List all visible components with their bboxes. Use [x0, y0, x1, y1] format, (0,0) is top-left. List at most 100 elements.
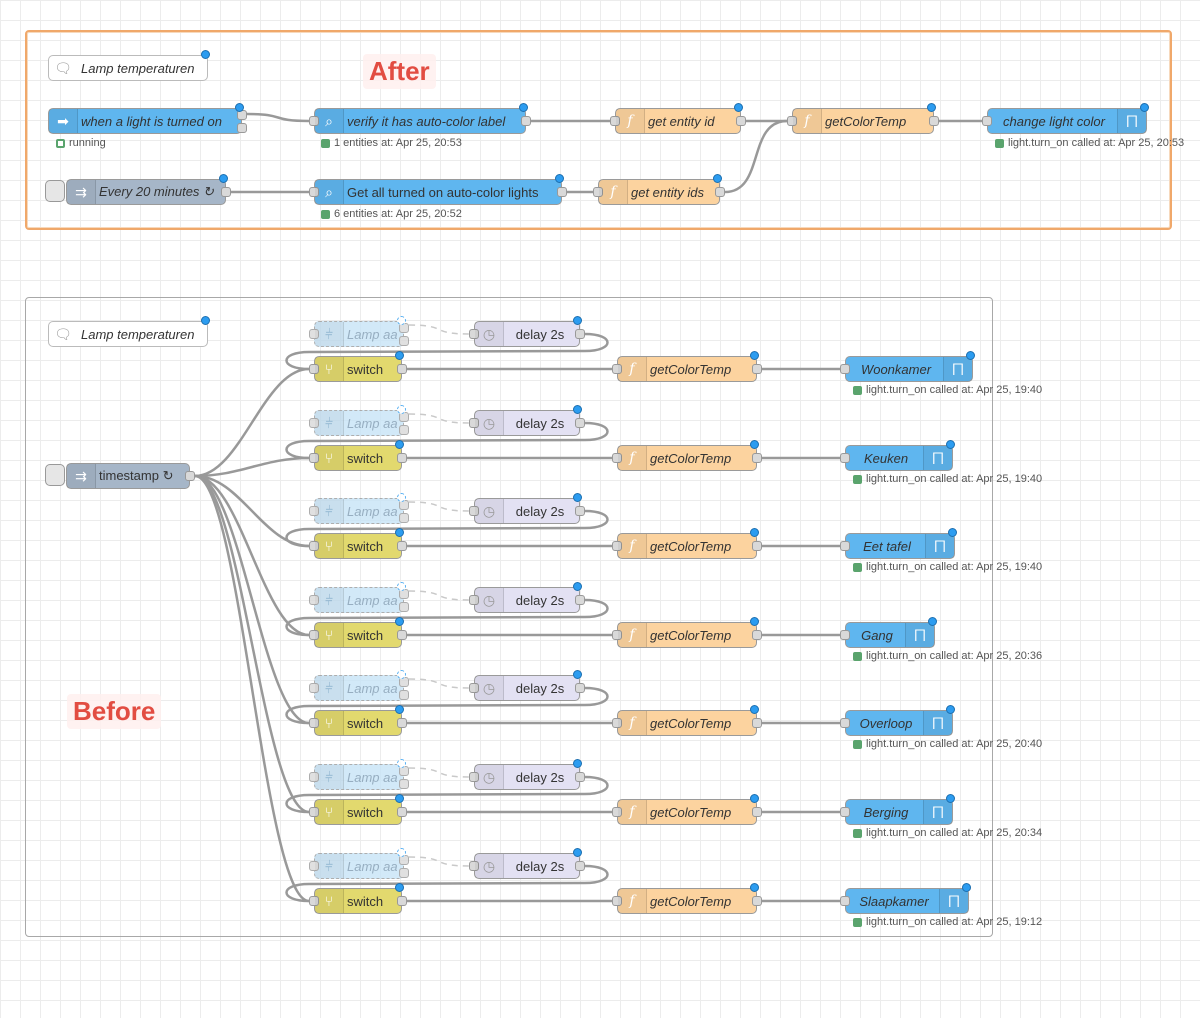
- input-port[interactable]: [612, 896, 622, 906]
- get-color-temp-node[interactable]: f getColorTemp: [612, 794, 762, 825]
- output-port[interactable]: [575, 595, 585, 605]
- delay-node[interactable]: ◷ delay 2s: [469, 759, 585, 790]
- input-port[interactable]: [840, 453, 850, 463]
- input-port[interactable]: [309, 772, 319, 782]
- output-port[interactable]: [397, 541, 407, 551]
- input-port[interactable]: [612, 453, 622, 463]
- output-port[interactable]: [521, 116, 531, 126]
- input-port[interactable]: [612, 541, 622, 551]
- delay-node[interactable]: ◷ delay 2s: [469, 316, 585, 347]
- input-port[interactable]: [840, 364, 850, 374]
- trigger-node[interactable]: ➡ when a light is turned on: [48, 103, 247, 134]
- output-port[interactable]: [185, 471, 195, 481]
- delay-node[interactable]: ◷ delay 2s: [469, 493, 585, 524]
- input-port[interactable]: [612, 807, 622, 817]
- light-service-node[interactable]: Slaapkamer ⨅: [840, 883, 971, 914]
- input-port[interactable]: [469, 506, 479, 516]
- input-port[interactable]: [309, 453, 319, 463]
- inject-trigger-button[interactable]: [45, 464, 65, 486]
- light-service-node[interactable]: Keuken ⨅: [840, 440, 955, 471]
- output-port[interactable]: [397, 718, 407, 728]
- input-port[interactable]: [469, 418, 479, 428]
- input-port[interactable]: [309, 329, 319, 339]
- light-service-node[interactable]: Berging ⨅: [840, 794, 955, 825]
- input-port[interactable]: [469, 595, 479, 605]
- output-port[interactable]: [397, 896, 407, 906]
- switch-node[interactable]: ⑂ switch: [309, 528, 407, 559]
- get-entity-id-node[interactable]: f get entity id: [610, 103, 746, 134]
- input-port[interactable]: [840, 718, 850, 728]
- after-group[interactable]: [25, 30, 1172, 230]
- get-all-node[interactable]: ⌕ Get all turned on auto-color lights: [309, 174, 567, 205]
- input-port[interactable]: [309, 807, 319, 817]
- filter-node-disabled[interactable]: ⫩ Lamp aan: [309, 493, 409, 524]
- light-service-node[interactable]: Gang ⨅: [840, 617, 937, 648]
- inject-node-after[interactable]: ⇉ Every 20 minutes ↻: [66, 174, 231, 205]
- input-port[interactable]: [309, 718, 319, 728]
- get-color-temp-node[interactable]: f getColorTemp: [612, 883, 762, 914]
- switch-node[interactable]: ⑂ switch: [309, 705, 407, 736]
- output-port[interactable]: [575, 418, 585, 428]
- output-port[interactable]: [397, 453, 407, 463]
- get-color-temp-node[interactable]: f getColorTemp: [787, 103, 939, 134]
- output-port[interactable]: [575, 772, 585, 782]
- filter-node-disabled[interactable]: ⫩ Lamp aan: [309, 582, 409, 613]
- input-port[interactable]: [593, 187, 603, 197]
- get-entity-ids-node[interactable]: f get entity ids: [593, 174, 725, 205]
- input-port[interactable]: [982, 116, 992, 126]
- input-port[interactable]: [309, 541, 319, 551]
- output-port[interactable]: [575, 506, 585, 516]
- output-port-2[interactable]: [399, 690, 409, 700]
- output-port-2[interactable]: [399, 425, 409, 435]
- input-port[interactable]: [469, 772, 479, 782]
- output-port[interactable]: [752, 630, 762, 640]
- input-port[interactable]: [612, 364, 622, 374]
- light-service-node[interactable]: Overloop ⨅: [840, 705, 955, 736]
- switch-node[interactable]: ⑂ switch: [309, 794, 407, 825]
- switch-node[interactable]: ⑂ switch: [309, 351, 407, 382]
- input-port[interactable]: [469, 861, 479, 871]
- output-port[interactable]: [397, 364, 407, 374]
- input-port[interactable]: [309, 595, 319, 605]
- before-group[interactable]: [25, 297, 993, 937]
- output-port[interactable]: [752, 453, 762, 463]
- get-color-temp-node[interactable]: f getColorTemp: [612, 528, 762, 559]
- input-port[interactable]: [309, 861, 319, 871]
- delay-node[interactable]: ◷ delay 2s: [469, 848, 585, 879]
- change-light-color-node[interactable]: change light color ⨅: [982, 103, 1149, 134]
- input-port[interactable]: [469, 683, 479, 693]
- get-color-temp-node[interactable]: f getColorTemp: [612, 351, 762, 382]
- output-port-2[interactable]: [399, 336, 409, 346]
- timestamp-inject-node[interactable]: ⇉ timestamp ↻: [66, 463, 195, 489]
- input-port[interactable]: [787, 116, 797, 126]
- input-port[interactable]: [309, 364, 319, 374]
- output-port[interactable]: [752, 807, 762, 817]
- input-port[interactable]: [840, 630, 850, 640]
- delay-node[interactable]: ◷ delay 2s: [469, 405, 585, 436]
- input-port[interactable]: [612, 718, 622, 728]
- output-port[interactable]: [397, 807, 407, 817]
- output-port[interactable]: [575, 683, 585, 693]
- input-port[interactable]: [309, 187, 319, 197]
- delay-node[interactable]: ◷ delay 2s: [469, 582, 585, 613]
- output-port[interactable]: [752, 896, 762, 906]
- get-color-temp-node[interactable]: f getColorTemp: [612, 705, 762, 736]
- delay-node[interactable]: ◷ delay 2s: [469, 670, 585, 701]
- output-port[interactable]: [221, 187, 231, 197]
- filter-node-disabled[interactable]: ⫩ Lamp aan: [309, 405, 409, 436]
- output-port[interactable]: [736, 116, 746, 126]
- output-port-2[interactable]: [399, 513, 409, 523]
- input-port[interactable]: [309, 116, 319, 126]
- filter-node-disabled[interactable]: ⫩ Lamp aan: [309, 316, 409, 347]
- comment-node-before[interactable]: 🗨 Lamp temperaturen: [48, 316, 210, 347]
- input-port[interactable]: [469, 329, 479, 339]
- output-port-2[interactable]: [237, 123, 247, 133]
- input-port[interactable]: [840, 896, 850, 906]
- filter-node-disabled[interactable]: ⫩ Lamp aan: [309, 670, 409, 701]
- switch-node[interactable]: ⑂ switch: [309, 440, 407, 471]
- output-port[interactable]: [557, 187, 567, 197]
- filter-node-disabled[interactable]: ⫩ Lamp aan: [309, 759, 409, 790]
- output-port[interactable]: [575, 329, 585, 339]
- output-port[interactable]: [715, 187, 725, 197]
- input-port[interactable]: [840, 807, 850, 817]
